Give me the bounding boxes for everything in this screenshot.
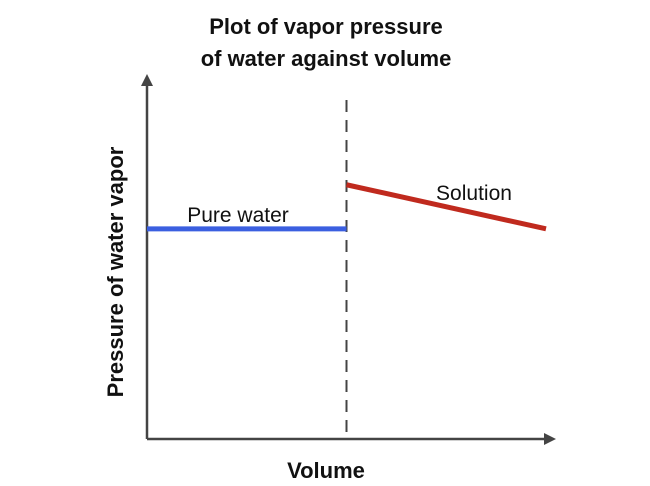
x-axis-label: Volume <box>287 458 365 483</box>
chart-title-line-1: Plot of vapor pressure <box>209 14 443 39</box>
pure-water-label: Pure water <box>187 204 289 227</box>
solution-line <box>345 182 547 232</box>
solution-label: Solution <box>436 182 512 205</box>
y-axis-label: Pressure of water vapor <box>103 146 128 397</box>
chart-title-line-2: of water against volume <box>201 46 452 71</box>
